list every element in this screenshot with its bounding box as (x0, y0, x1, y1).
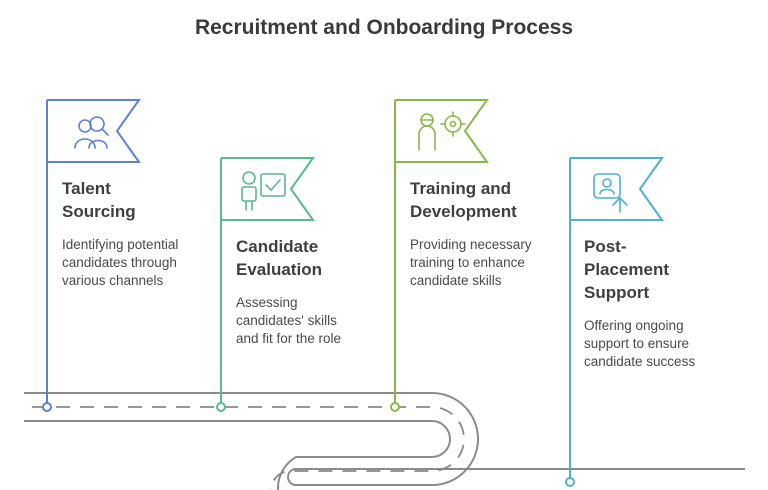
road (24, 392, 745, 490)
candidate-evaluation-title: Candidate Evaluation (236, 237, 322, 279)
training-and-development-description: Providing necessary training to enhance … (410, 237, 532, 288)
diagram-title: Recruitment and Onboarding Process (194, 16, 574, 39)
training-and-development-title: Training and Development (410, 179, 517, 221)
post-placement-support-marker (565, 477, 575, 487)
post-placement-support-description: Offering ongoing support to ensure candi… (584, 318, 696, 369)
person-checkmark-icon (241, 171, 286, 211)
people-search-icon (74, 116, 109, 149)
road-edge-inner (24, 420, 451, 490)
candidate-evaluation-description: Assessing candidates' skills and fit for… (236, 295, 342, 346)
profile-upload-icon (593, 173, 628, 213)
talent-sourcing-description: Identifying potential candidates through… (62, 237, 179, 288)
candidate-evaluation-flag (216, 157, 315, 412)
training-and-development-marker (390, 402, 400, 412)
candidate-evaluation-banner (221, 157, 315, 221)
post-placement-support-banner (570, 157, 664, 221)
talent-sourcing-flag (42, 99, 141, 412)
talent-sourcing-banner (47, 99, 141, 163)
post-placement-support-title: Post- Placement Support (584, 237, 670, 302)
post-placement-support-flag (565, 157, 664, 487)
training-and-development-banner (395, 99, 489, 163)
talent-sourcing-title: Talent Sourcing (62, 179, 136, 221)
person-target-icon (418, 111, 466, 151)
candidate-evaluation-marker (216, 402, 226, 412)
road-edge-outer (24, 392, 479, 486)
talent-sourcing-marker (42, 402, 52, 412)
training-and-development-flag (390, 99, 489, 412)
road-centerline (32, 406, 465, 490)
